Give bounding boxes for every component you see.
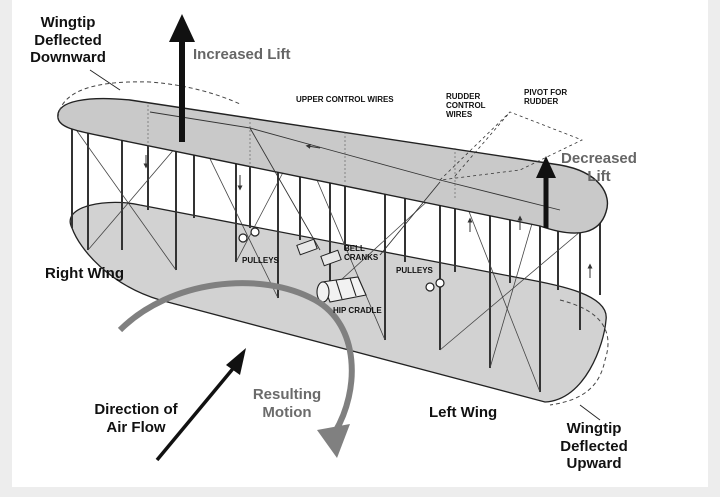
label-resulting-motion: Resulting Motion (252, 386, 322, 421)
label-pulleys-left: PULLEYS (242, 256, 279, 265)
label-decreased-lift: Decreased Lift (561, 150, 637, 185)
rudder-wires (438, 111, 584, 181)
label-pulleys-right: PULLEYS (396, 266, 433, 275)
upper-wing-ribs (147, 105, 456, 200)
pulleys (238, 227, 445, 292)
label-pivot-for-rudder: PIVOT FOR RUDDER (524, 88, 568, 107)
resulting-motion-arc (117, 280, 355, 458)
lower-wing (69, 201, 607, 403)
label-direction-of-air-flow: Direction of Air Flow (94, 401, 178, 436)
upper-wing (57, 97, 609, 234)
label-hip-cradle: HIP CRADLE (333, 306, 382, 315)
upper-wing-warp-outline (57, 81, 241, 119)
wire-motion-arrows (143, 143, 593, 278)
label-right-wing: Right Wing (45, 265, 125, 282)
hip-cradle (316, 276, 367, 303)
decreased-lift-arrow (536, 156, 556, 228)
lower-wing-warp-outline (549, 299, 609, 406)
bell-cranks (296, 238, 342, 267)
label-wingtip-deflected-downward: Wingtip Deflected Downward (30, 14, 106, 67)
label-bell-cranks: BELL CRANKS (344, 244, 379, 263)
label-upper-control-wires: UPPER CONTROL WIRES (296, 95, 394, 104)
air-flow-arrow (155, 348, 246, 462)
label-wingtip-deflected-upward: Wingtip Deflected Upward (560, 420, 628, 473)
increased-lift-arrow (169, 14, 195, 142)
label-left-wing: Left Wing (429, 404, 498, 421)
upper-control-wires (149, 111, 561, 256)
label-rudder-control-wires: RUDDER CONTROL WIRES (446, 92, 486, 120)
leader-lines (89, 69, 601, 421)
label-increased-lift: Increased Lift (193, 46, 291, 63)
